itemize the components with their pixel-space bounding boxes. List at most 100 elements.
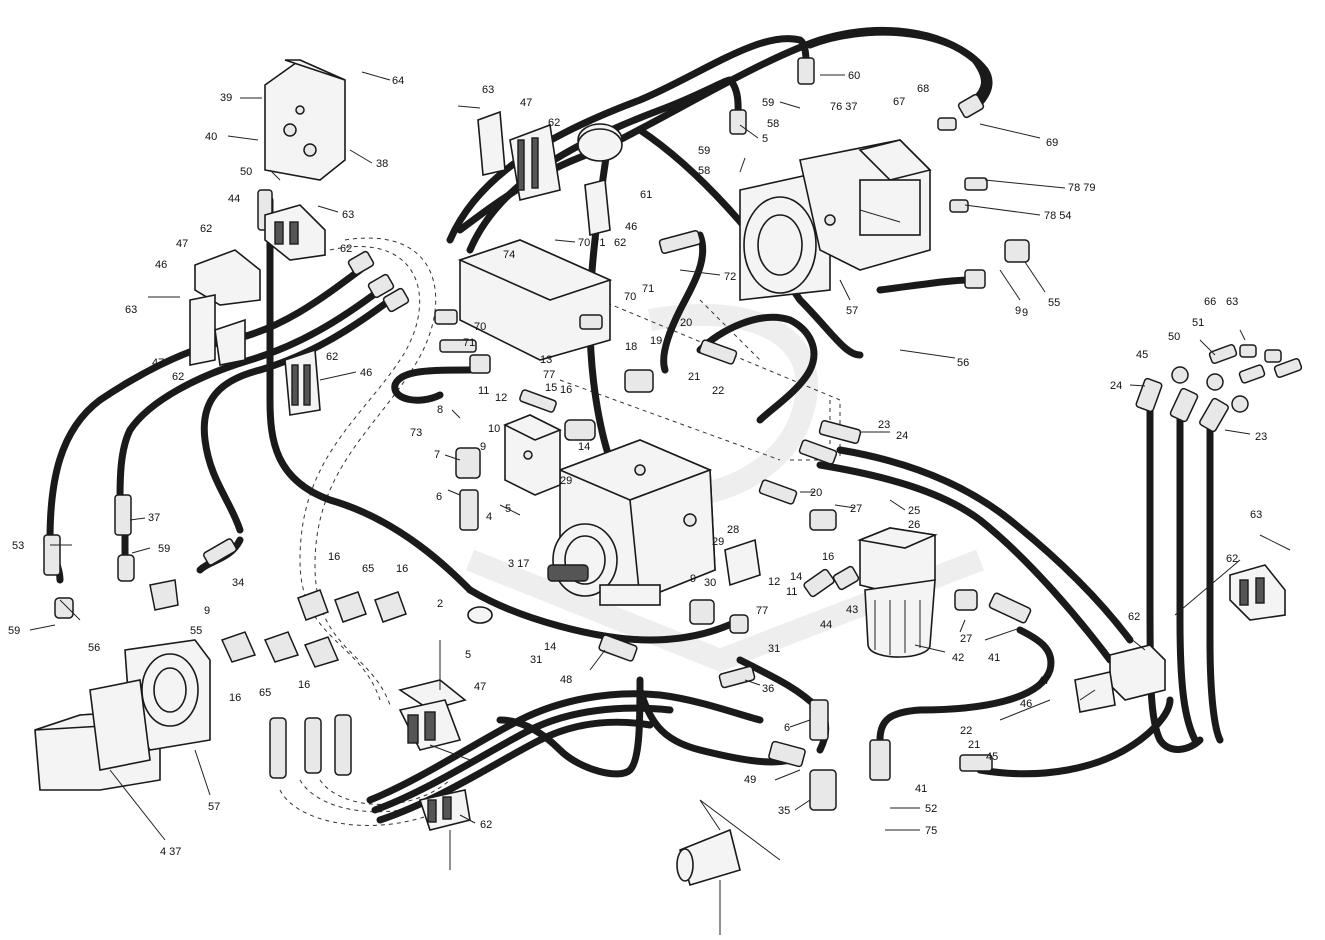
callout-62: 62 — [340, 243, 352, 255]
callout-45: 45 — [1136, 349, 1148, 361]
callout-63: 63 — [482, 84, 494, 96]
callout-47: 47 — [520, 97, 532, 109]
callout-14: 14 — [578, 441, 590, 453]
callout-47: 47 — [152, 357, 164, 369]
callout-57: 57 — [846, 305, 858, 317]
callout-41: 41 — [988, 652, 1000, 664]
callout-24: 24 — [1110, 380, 1122, 392]
callout-73: 73 — [410, 427, 422, 439]
callout-21: 21 — [688, 371, 700, 383]
callout-35: 35 — [778, 805, 790, 817]
callout-9: 9 — [1022, 307, 1028, 319]
callout-55: 55 — [190, 625, 202, 637]
callout-62: 62 — [1226, 553, 1238, 565]
callout-16: 16 — [396, 563, 408, 575]
callout-18: 18 — [625, 341, 637, 353]
callout-23: 23 — [878, 419, 890, 431]
callout-26: 26 — [908, 519, 920, 531]
callout-69: 69 — [1046, 137, 1058, 149]
motor-top-right — [739, 139, 932, 301]
callout-46: 46 — [360, 367, 372, 379]
callout-50: 50 — [240, 166, 252, 178]
callout-44: 44 — [820, 619, 832, 631]
filter — [857, 527, 938, 658]
callout-24: 24 — [896, 430, 908, 442]
callout-11: 11 — [478, 385, 489, 397]
callout-34: 34 — [232, 577, 244, 589]
hose-right-long-1 — [836, 446, 1134, 644]
callout-16: 16 — [560, 384, 572, 396]
callout-30: 30 — [704, 577, 716, 589]
callout-9: 9 — [690, 573, 696, 585]
callout-23: 23 — [1255, 431, 1267, 443]
callout-70: 70 — [624, 291, 636, 303]
callout-9: 9 — [1015, 305, 1021, 317]
callout-70: 70 — [474, 321, 486, 333]
hose-bottom-bundle-1 — [366, 690, 764, 804]
main-pump — [547, 439, 716, 606]
callout-5: 5 — [465, 649, 471, 661]
callout-12: 12 — [768, 576, 780, 588]
callout-27: 27 — [850, 503, 862, 515]
callout-75: 75 — [925, 825, 937, 837]
callout-38: 38 — [376, 158, 388, 170]
callout-78-79: 78 79 — [1068, 182, 1096, 194]
callout-48: 48 — [560, 674, 572, 686]
callout-8: 8 — [437, 404, 443, 416]
callout-68: 68 — [917, 83, 929, 95]
callout-5: 5 — [505, 503, 511, 515]
callout-66: 66 — [1204, 296, 1216, 308]
hose-top-right — [806, 28, 993, 116]
callout-29: 29 — [712, 536, 724, 548]
callout-14: 14 — [544, 641, 556, 653]
hose-fittings — [43, 57, 1229, 781]
callout-62: 62 — [614, 237, 626, 249]
callout-41: 41 — [915, 783, 927, 795]
brackets-clamps — [189, 59, 1286, 831]
right-fittings — [949, 177, 1303, 413]
callout-46: 46 — [1020, 698, 1032, 710]
callout-67: 67 — [893, 96, 905, 108]
callout-70-71: 70 71 — [578, 237, 606, 249]
callout-43: 43 — [846, 604, 858, 616]
callout-65: 65 — [259, 687, 271, 699]
callout-22: 22 — [960, 725, 972, 737]
callout-40: 40 — [205, 131, 217, 143]
callout-5: 5 — [762, 133, 768, 145]
callout-44: 44 — [228, 193, 240, 205]
callout-9: 9 — [204, 605, 210, 617]
callout-14: 14 — [790, 571, 802, 583]
hose-left-long-2 — [46, 266, 364, 544]
hose-far-right-3 — [1206, 416, 1224, 744]
part-callouts: 64 39 40 38 50 63 44 62 62 47 46 63 47 6… — [8, 70, 1267, 858]
callout-3-17: 3 17 — [508, 558, 529, 570]
callout-59: 59 — [762, 97, 774, 109]
callout-16: 16 — [229, 692, 241, 704]
callout-76-37: 76 37 — [830, 101, 858, 113]
callout-59: 59 — [8, 625, 20, 637]
callout-71: 71 — [642, 283, 654, 295]
callout-59: 59 — [698, 145, 710, 157]
hose-far-right-2 — [1176, 406, 1199, 744]
callout-10: 10 — [488, 423, 500, 435]
callout-62: 62 — [326, 351, 338, 363]
hose-32-down — [496, 676, 644, 778]
callout-28: 28 — [727, 524, 739, 536]
bottom-parts — [434, 309, 978, 935]
callout-20: 20 — [810, 487, 822, 499]
leader-lines — [29, 71, 1291, 841]
callout-62: 62 — [480, 819, 492, 831]
callout-22: 22 — [712, 385, 724, 397]
callout-6: 6 — [436, 491, 442, 503]
callout-27: 27 — [960, 633, 972, 645]
callout-7: 7 — [434, 449, 440, 461]
hose-20 — [696, 313, 818, 424]
callout-74: 74 — [503, 249, 515, 261]
hose-left-long-1 — [266, 196, 474, 594]
callout-13: 13 — [540, 354, 552, 366]
hose-right-long-2 — [816, 461, 1114, 664]
callout-60: 60 — [848, 70, 860, 82]
callout-77: 77 — [756, 605, 768, 617]
callout-51: 51 — [1192, 317, 1204, 329]
callout-58: 58 — [767, 118, 779, 130]
